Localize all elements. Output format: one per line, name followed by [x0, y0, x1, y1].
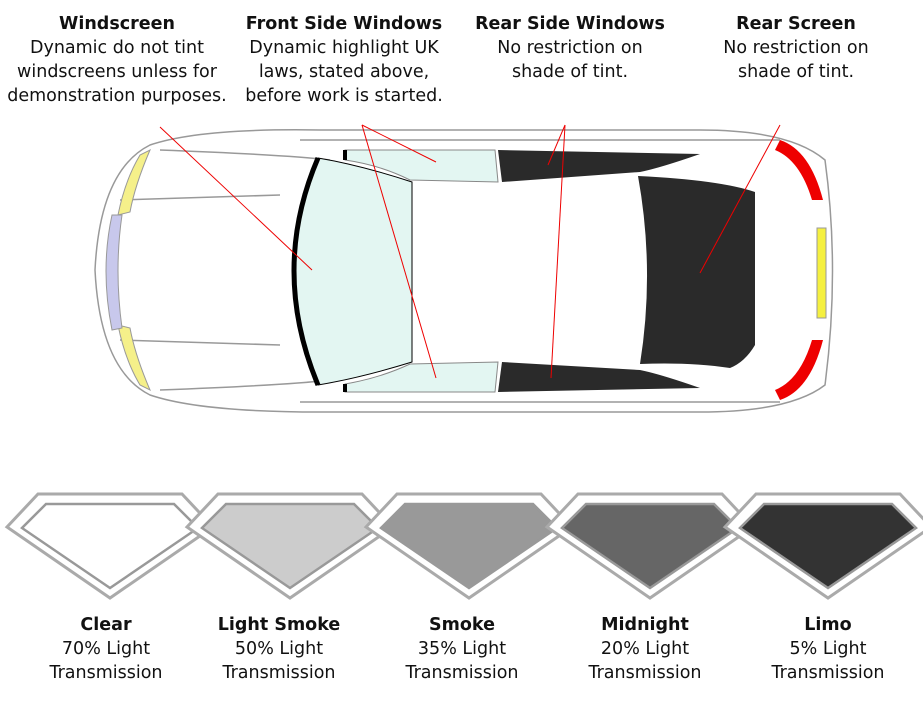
gem-swatch [200, 502, 380, 590]
label-line: windscreens unless for [17, 62, 217, 82]
shade-percent: 5% Light [789, 639, 867, 659]
gem-swatch [560, 502, 740, 590]
label-line: Dynamic highlight UK [249, 38, 439, 58]
shade-percent: 50% Light [234, 639, 324, 659]
taillight-bottom [775, 340, 823, 400]
windscreen [293, 157, 413, 386]
headlight-right [117, 324, 151, 392]
front-side-window-bottom [344, 361, 499, 393]
label-title: Front Side Windows [245, 14, 443, 34]
label-line: shade of tint. [511, 62, 629, 82]
shade-name: Limo [804, 615, 852, 635]
shade-caption: Transmission [588, 663, 702, 683]
gem-swatch [738, 502, 918, 590]
front-side-window-top [344, 149, 499, 183]
shade-percent: 20% Light [600, 639, 690, 659]
label-title: Rear Side Windows [475, 14, 665, 34]
shade-caption: Transmission [49, 663, 163, 683]
shade-name: Smoke [429, 615, 495, 635]
label-title: Windscreen [59, 14, 175, 34]
label-line: laws, stated above, [258, 62, 430, 82]
rear-side-window-bottom [498, 362, 700, 392]
shade-name: Clear [80, 615, 132, 635]
label-line: before work is started. [245, 86, 443, 106]
label-rear-side-windows: Rear Side Windows No restriction on shade … [450, 12, 690, 84]
label-line: No restriction on [723, 38, 869, 58]
shade-caption: Transmission [405, 663, 519, 683]
label-line: Dynamic do not tint [29, 38, 205, 58]
shade-percent: 35% Light [417, 639, 507, 659]
rear-screen [638, 176, 755, 368]
gem-swatch [379, 502, 559, 590]
rear-side-window-top [498, 150, 700, 182]
gem-swatch [20, 502, 200, 590]
label-line: demonstration purposes. [7, 86, 227, 106]
number-plate [816, 227, 827, 319]
label-title: Rear Screen [736, 14, 856, 34]
grille [105, 214, 123, 331]
shade-percent: 70% Light [61, 639, 151, 659]
shade-caption: Transmission [222, 663, 336, 683]
taillight-top [775, 140, 823, 200]
headlight-left [117, 148, 151, 216]
label-line: No restriction on [497, 38, 643, 58]
label-rear-screen: Rear Screen No restriction on shade of tin… [676, 12, 916, 84]
pointer-lines [159, 124, 781, 379]
label-line: shade of tint. [737, 62, 855, 82]
shade-name: Midnight [601, 615, 689, 635]
shade-caption: Transmission [771, 663, 885, 683]
shade-name: Light Smoke [217, 615, 341, 635]
